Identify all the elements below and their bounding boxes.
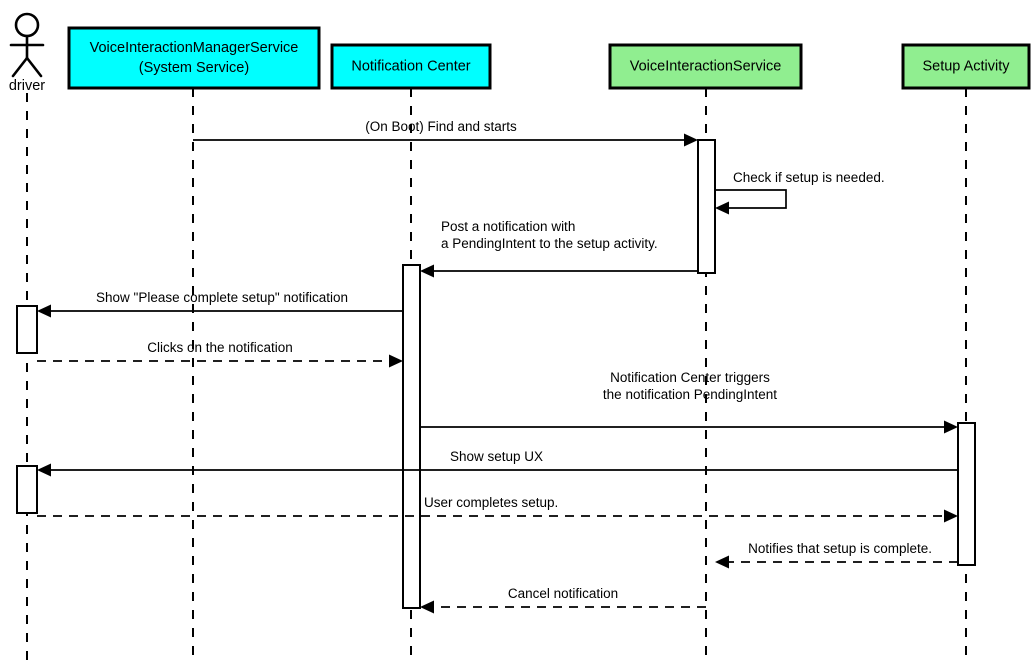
message-label-line: (On Boot) Find and starts — [365, 119, 517, 134]
message-label-line: Cancel notification — [508, 586, 618, 601]
participant-box-vims[interactable] — [67, 26, 321, 90]
message-label-line: the notification PendingIntent — [603, 387, 777, 402]
message-label-line: User completes setup. — [424, 495, 558, 510]
activation-bar-driver — [16, 465, 38, 514]
message-arrowhead — [37, 463, 51, 477]
message-msg-6[interactable]: Notification Center triggers the notifica… — [420, 370, 958, 434]
message-label-msg-9: Notifies that setup is complete. — [748, 541, 932, 556]
message-label-line: a PendingIntent to the setup activity. — [441, 236, 658, 251]
message-arrowhead — [684, 133, 698, 147]
message-msg-2[interactable]: Check if setup is needed. — [715, 170, 885, 215]
message-label-line: Notification Center triggers — [610, 370, 770, 385]
message-msg-5[interactable]: Clicks on the notification — [37, 340, 403, 368]
activation-bar-vis — [697, 139, 716, 274]
activation-bar-setupactivity — [957, 422, 976, 566]
message-label-line: Clicks on the notification — [147, 340, 293, 355]
message-arrowhead — [715, 555, 729, 569]
participant-label-setup-activity: Setup Activity — [922, 58, 1010, 74]
actor-right-leg-icon — [25, 56, 43, 78]
participant-label-vims-line2: (System Service) — [139, 60, 249, 76]
message-label-msg-3: Post a notification with a PendingIntent … — [441, 219, 658, 251]
actor-left-leg-icon — [11, 56, 29, 78]
message-msg-7[interactable]: Show setup UX — [37, 449, 958, 477]
message-label-line: Post a notification with — [441, 219, 575, 234]
message-msg-9[interactable]: Notifies that setup is complete. — [715, 541, 958, 569]
message-label-msg-6: Notification Center triggers the notifica… — [603, 370, 777, 402]
message-label-msg-8: User completes setup. — [424, 495, 558, 510]
participant-vims[interactable]: VoiceInteractionManagerService (System S… — [67, 26, 321, 90]
message-arrowhead — [944, 420, 958, 434]
message-arrowhead — [37, 304, 51, 318]
message-arrowhead — [944, 509, 958, 523]
message-msg-10[interactable]: Cancel notification — [420, 586, 706, 614]
message-label-line: Check if setup is needed. — [733, 170, 885, 185]
message-label-msg-5: Clicks on the notification — [147, 340, 293, 355]
actor-driver[interactable]: driver — [9, 12, 45, 94]
message-arrowhead — [389, 354, 403, 368]
actor-head-icon — [14, 12, 40, 38]
participant-setup-activity[interactable]: Setup Activity — [901, 43, 1031, 90]
message-label-line: Show "Please complete setup" notificatio… — [96, 290, 348, 305]
message-msg-8[interactable]: User completes setup. — [37, 495, 958, 523]
message-label-msg-7: Show setup UX — [450, 449, 543, 464]
message-label-msg-2: Check if setup is needed. — [733, 170, 885, 185]
message-label-msg-4: Show "Please complete setup" notificatio… — [96, 290, 348, 305]
activation-bar-driver — [16, 305, 38, 354]
participant-label-voice-interaction-service: VoiceInteractionService — [630, 58, 782, 74]
participant-box-notification-center[interactable] — [330, 43, 492, 90]
self-call-path — [715, 189, 787, 209]
participant-label-driver: driver — [9, 78, 45, 94]
participant-label-vims-line1: VoiceInteractionManagerService — [90, 40, 299, 56]
message-msg-1[interactable]: (On Boot) Find and starts — [193, 119, 698, 147]
activation-bar-notifcenter — [402, 264, 421, 609]
message-label-line: Show setup UX — [450, 449, 543, 464]
message-label-msg-10: Cancel notification — [508, 586, 618, 601]
participant-notification-center[interactable]: Notification Center — [330, 43, 492, 90]
activation-bars-layer — [16, 139, 976, 609]
message-msg-4[interactable]: Show "Please complete setup" notificatio… — [37, 290, 403, 318]
participant-label-notification-center: Notification Center — [351, 58, 470, 74]
message-label-msg-1: (On Boot) Find and starts — [365, 119, 517, 134]
message-msg-3[interactable]: Post a notification with a PendingIntent … — [420, 219, 698, 278]
message-arrowhead — [420, 264, 434, 278]
participant-voice-interaction-service[interactable]: VoiceInteractionService — [608, 43, 803, 90]
message-label-line: Notifies that setup is complete. — [748, 541, 932, 556]
message-arrowhead — [420, 600, 434, 614]
participant-box-setup-activity[interactable] — [901, 43, 1031, 90]
participant-box-voice-interaction-service[interactable] — [608, 43, 803, 90]
message-arrowhead — [715, 201, 729, 215]
